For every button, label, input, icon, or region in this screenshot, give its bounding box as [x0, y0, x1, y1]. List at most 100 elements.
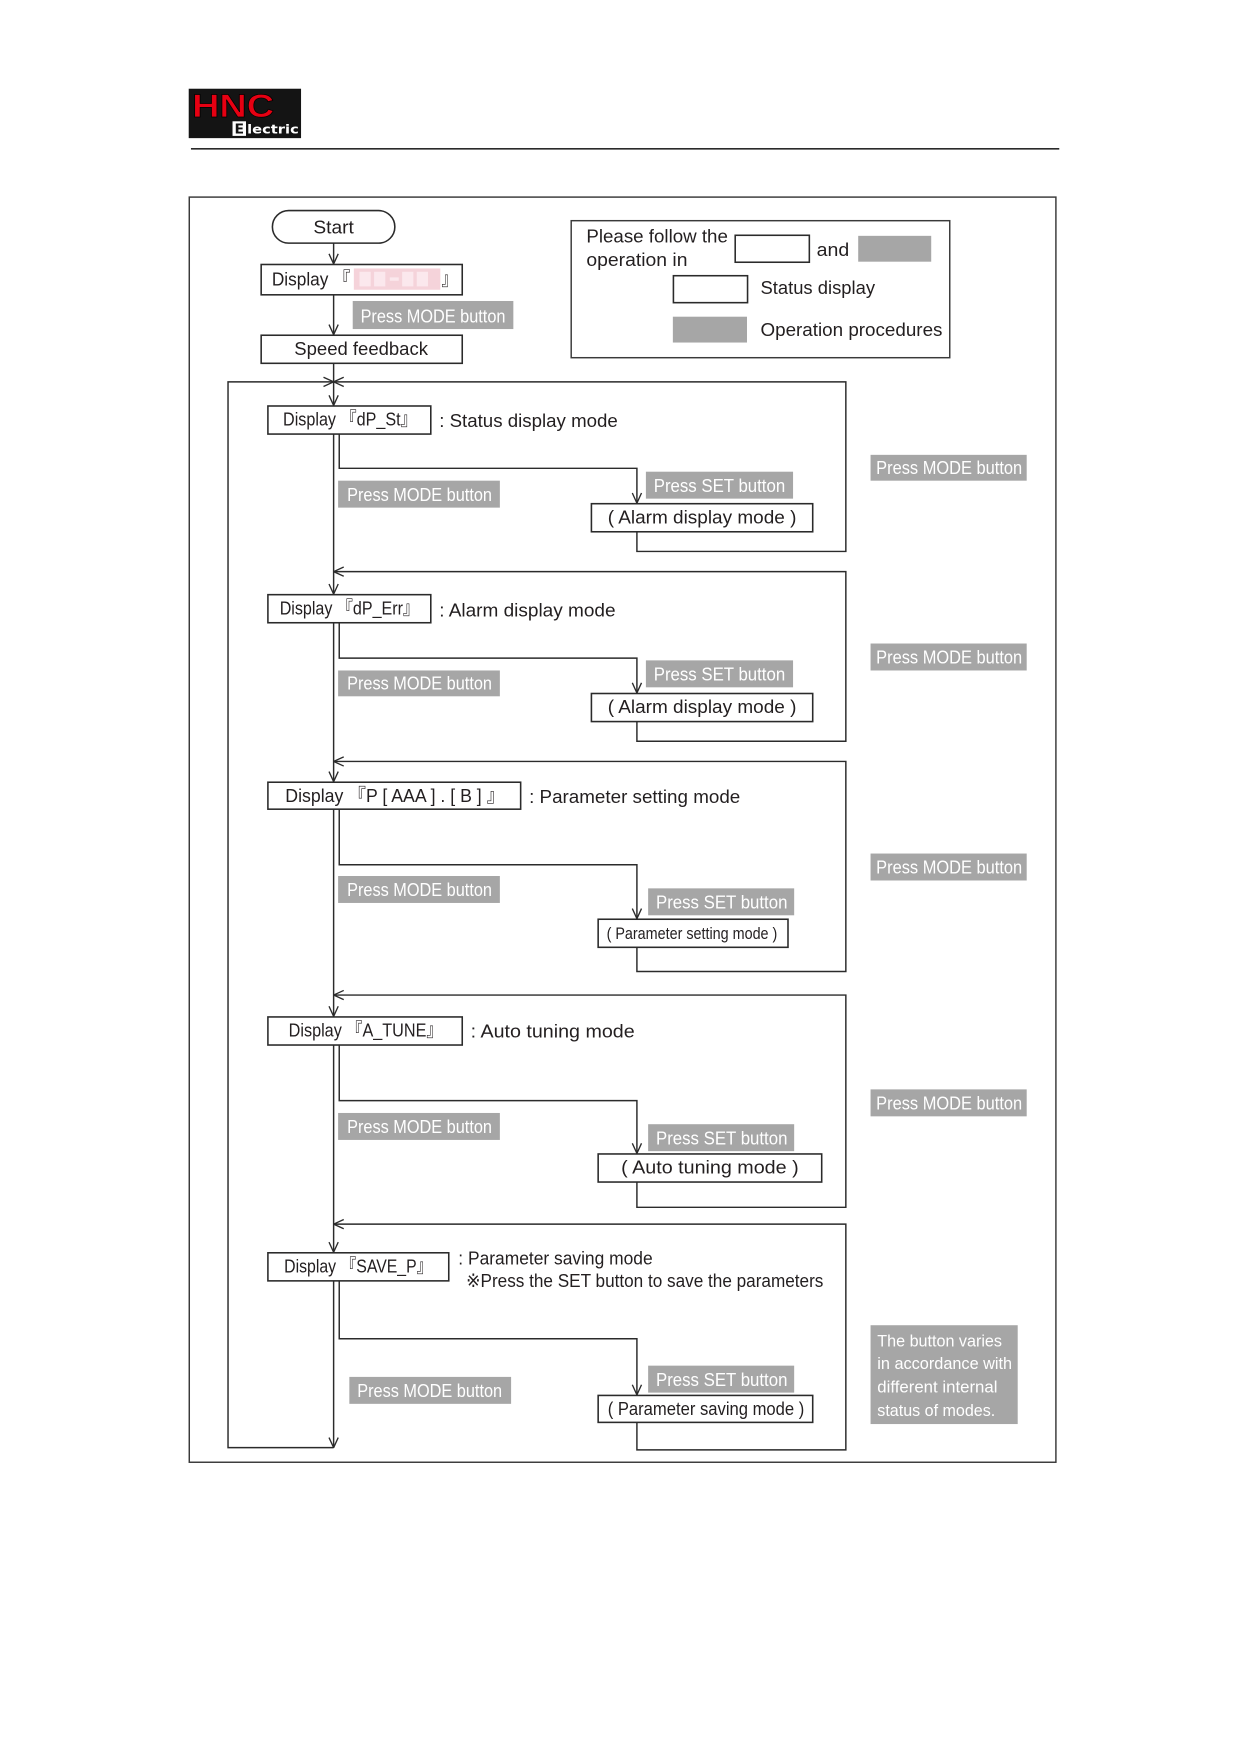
- press-mode-step: [338, 876, 500, 903]
- initial-display-prefix: Display 『: [272, 268, 351, 289]
- mode-display-label: Display 『A_TUNE』: [289, 1020, 443, 1042]
- legend-status-display-label: Status display: [760, 277, 875, 298]
- sub-mode-label: ( Parameter setting mode ): [607, 924, 778, 943]
- side-press-mode-step: [870, 1089, 1027, 1117]
- initial-sequence: Start Display 『 』 Press MODE button Spee…: [227, 209, 514, 1449]
- mode-display-box: [267, 593, 432, 624]
- segment-digit: [374, 271, 386, 287]
- side-press-mode-label: Press MODE button: [876, 457, 1022, 478]
- side-note-line: in accordance with: [877, 1354, 1012, 1373]
- mode-block-alarm-display: Display 『dP_Err』 : Alarm display mode Pr…: [267, 572, 1027, 782]
- press-set-step-label: Press SET button: [656, 1127, 787, 1148]
- mode-description: : Parameter setting mode: [529, 786, 740, 807]
- return-connector: [334, 572, 847, 742]
- legend-intro-line2: operation in: [586, 249, 687, 270]
- initial-press-mode-label: Press MODE button: [361, 305, 506, 326]
- mode-display-box: [267, 405, 432, 435]
- press-set-step: [648, 1124, 795, 1152]
- press-set-step-label: Press SET button: [656, 892, 787, 913]
- mode-note: ※Press the SET button to save the parame…: [466, 1270, 823, 1291]
- press-mode-step-label: Press MODE button: [347, 673, 492, 694]
- logo-sub-text: lectric: [247, 123, 299, 137]
- sub-mode-box: [590, 502, 814, 533]
- side-press-mode-label: Press MODE button: [876, 647, 1022, 668]
- logo-sub-initial: E: [235, 123, 245, 138]
- initial-press-mode-step: [352, 300, 514, 330]
- side-note-line: different internal: [877, 1378, 997, 1397]
- header: HNC E lectric: [188, 87, 1060, 150]
- sub-mode-box: [597, 1394, 814, 1424]
- start-label: Start: [313, 217, 354, 238]
- sub-mode-label: ( Alarm display mode ): [608, 506, 797, 527]
- mode-description: : Parameter saving mode: [458, 1248, 652, 1269]
- legend-status-swatch: [672, 274, 749, 304]
- mode-block-auto-tuning: Display 『A_TUNE』 : Auto tuning mode Pres…: [267, 995, 1027, 1252]
- legend-status-swatch-inline: [734, 234, 811, 264]
- mode-description: : Auto tuning mode: [471, 1021, 635, 1042]
- press-set-step-label: Press SET button: [654, 664, 785, 685]
- side-press-mode-step: [870, 643, 1027, 671]
- segment-display-indicator: [353, 268, 441, 290]
- mode-display-label: Display 『dP_St』: [283, 409, 417, 431]
- press-mode-step: [338, 1112, 500, 1140]
- segment-digit: [416, 271, 428, 287]
- branch-to-sub-mode: [338, 1280, 637, 1395]
- mode-block-parameter-saving: Display 『SAVE_P』 : Parameter saving mode…: [267, 1224, 1018, 1451]
- sub-mode-label: ( Parameter saving mode ): [608, 1398, 805, 1419]
- press-mode-step-label: Press MODE button: [357, 1380, 502, 1401]
- press-set-step: [648, 1365, 795, 1393]
- sub-mode-label: ( Alarm display mode ): [608, 696, 797, 717]
- segment-digit: [359, 271, 371, 287]
- branch-to-sub-mode: [338, 433, 637, 504]
- side-note: The button varies in accordance with dif…: [870, 1325, 1018, 1425]
- mode-display-label: Display 『dP_Err』: [280, 597, 419, 619]
- press-mode-step-label: Press MODE button: [347, 484, 492, 505]
- speed-feedback-box: [260, 334, 464, 365]
- press-set-step-label: Press SET button: [654, 475, 785, 496]
- mode-description: : Status display mode: [439, 410, 618, 431]
- side-note-line: status of modes.: [877, 1401, 995, 1420]
- side-note-line: The button varies: [877, 1332, 1002, 1351]
- sub-mode-box: [597, 918, 789, 949]
- mode-display-label: Display 『P [ AAA ] . [ B ] 』: [285, 785, 504, 806]
- press-set-step: [645, 471, 794, 499]
- return-connector: [334, 1224, 847, 1451]
- side-note-box: [870, 1325, 1018, 1425]
- press-set-step: [645, 660, 794, 688]
- speed-feedback-label: Speed feedback: [294, 338, 428, 359]
- press-mode-step: [338, 480, 500, 508]
- segment-digit: [402, 271, 414, 287]
- side-press-mode-label: Press MODE button: [876, 1093, 1022, 1114]
- loop-back-connector: [227, 382, 334, 1449]
- mode-display-label: Display 『SAVE_P』: [284, 1255, 432, 1277]
- press-mode-step-label: Press MODE button: [347, 879, 492, 900]
- press-mode-step-label: Press MODE button: [347, 1116, 492, 1137]
- return-connector: [334, 761, 847, 973]
- press-mode-step: [338, 670, 500, 697]
- mode-description: : Alarm display mode: [439, 600, 615, 621]
- logo-initial-badge: [232, 121, 247, 136]
- diagram-frame: [188, 196, 1057, 1463]
- press-set-step-label: Press SET button: [656, 1369, 787, 1390]
- return-connector: [334, 382, 847, 553]
- initial-display-suffix: 』: [441, 268, 457, 289]
- branch-to-sub-mode: [338, 622, 637, 693]
- sub-mode-box: [597, 1153, 823, 1183]
- mode-block-status-display: Display 『dP_St』 : Status display mode Pr…: [267, 382, 1027, 594]
- branch-to-sub-mode: [338, 1044, 637, 1153]
- legend-operation-procedures-label: Operation procedures: [760, 319, 942, 340]
- legend-box: [570, 219, 951, 359]
- side-press-mode-label: Press MODE button: [876, 857, 1022, 878]
- segment-digit: [389, 277, 399, 281]
- mode-block-parameter-setting: Display 『P [ AAA ] . [ B ] 』 : Parameter…: [267, 761, 1027, 1016]
- sub-mode-box: [590, 692, 814, 723]
- start-terminal: [271, 209, 396, 244]
- sub-mode-label: ( Auto tuning mode ): [621, 1157, 798, 1178]
- legend-operation-swatch: [672, 316, 747, 343]
- mode-display-box: [267, 1252, 450, 1282]
- logo-wordmark: HNC: [192, 88, 274, 124]
- branch-to-sub-mode: [338, 808, 637, 919]
- mode-display-box: [267, 1016, 464, 1046]
